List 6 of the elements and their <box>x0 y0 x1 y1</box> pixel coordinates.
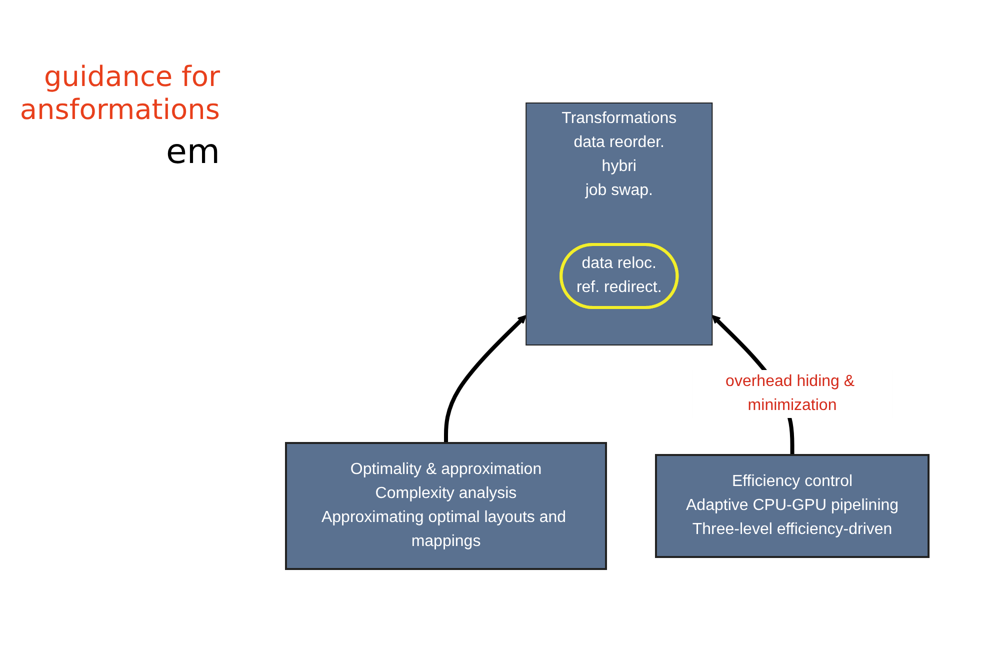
node-box: Optimality & approximation Complexity analysis Approximating optimal layouts and mappings <box>284 442 607 570</box>
note-text: guidance for ansformations <box>18 60 220 126</box>
arrow <box>444 314 526 443</box>
note-text: em <box>164 132 220 172</box>
node-box: Efficiency control Adaptive CPU-GPU pipelining Three-level efficiency-driven <box>654 454 930 558</box>
edge-label: overhead hiding & minimization <box>725 373 854 414</box>
